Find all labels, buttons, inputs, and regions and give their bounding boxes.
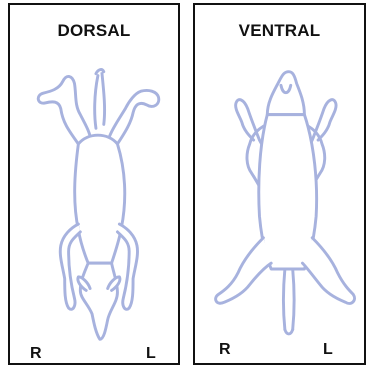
ventral-body-outline bbox=[195, 5, 364, 363]
dorsal-left-foreleg bbox=[60, 224, 80, 309]
dorsal-left-hindleg bbox=[38, 76, 90, 143]
dorsal-head bbox=[80, 263, 117, 339]
ventral-panel: VENTRAL R L bbox=[193, 3, 366, 365]
ventral-left-side-label: L bbox=[323, 341, 333, 359]
dorsal-right-hindleg bbox=[110, 90, 159, 143]
ventral-right-hindleg bbox=[302, 238, 354, 304]
dorsal-tail bbox=[95, 72, 105, 129]
ventral-tail-tip bbox=[285, 330, 293, 334]
dorsal-panel: DORSAL R L bbox=[8, 3, 180, 365]
ventral-right-side-label: R bbox=[219, 341, 231, 359]
ventral-body bbox=[259, 115, 317, 269]
dorsal-body-outline bbox=[10, 5, 178, 363]
dorsal-right-side-label: R bbox=[30, 345, 42, 363]
ventral-tail bbox=[283, 269, 294, 330]
dorsal-body bbox=[75, 135, 125, 263]
dorsal-left-side-label: L bbox=[146, 345, 156, 363]
ventral-left-hindleg bbox=[216, 238, 272, 304]
